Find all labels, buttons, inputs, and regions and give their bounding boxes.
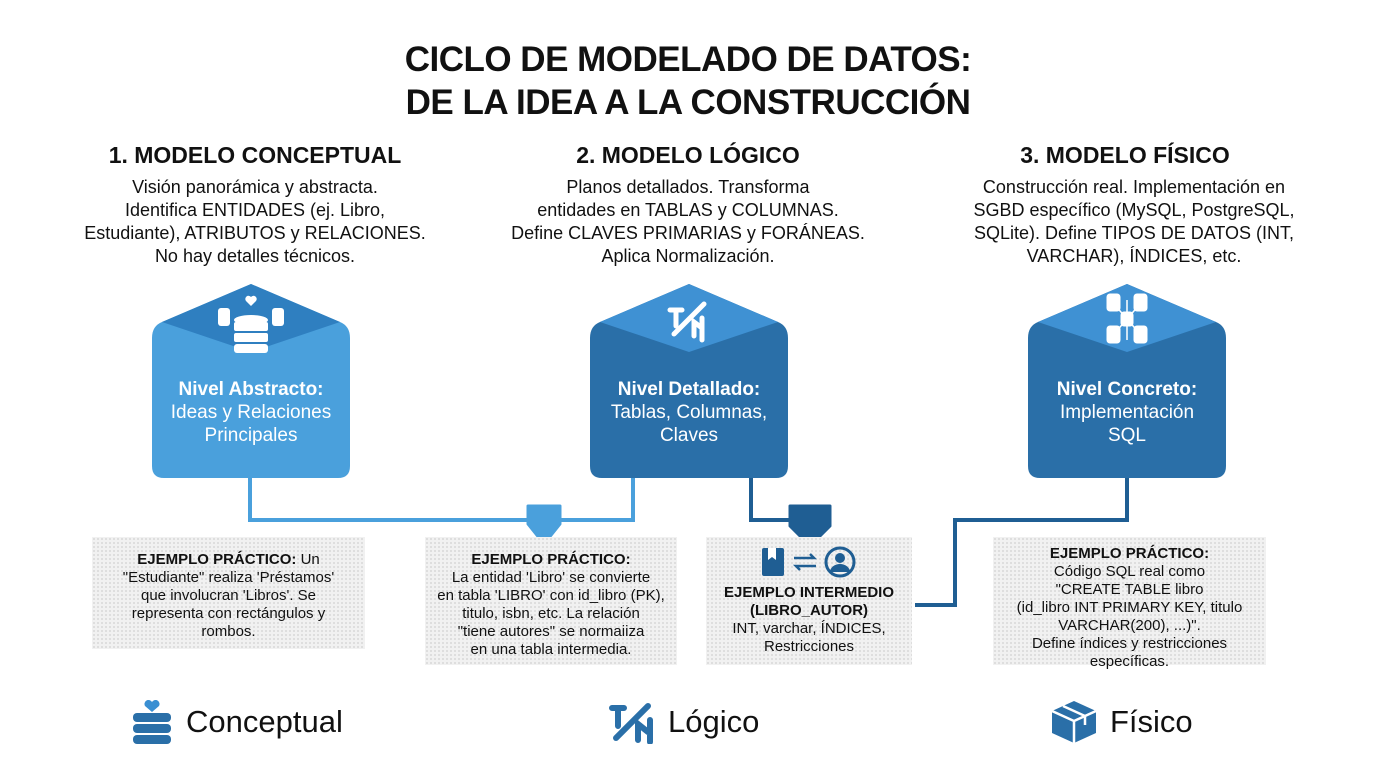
cube-box-icon [1051,701,1097,743]
desc-line: entidades en TABLAS y COLUMNAS. [537,200,839,220]
database-network-icon [1106,293,1148,344]
example-line: que involucran 'Libros'. Se [141,587,316,604]
example-line: Restricciones [763,638,855,655]
database-heart-icon [133,700,171,744]
heading-conceptual: 1. MODELO CONCEPTUAL [108,142,402,168]
example-line: rombos. [201,623,256,640]
card-text: Nivel Abstracto: Ideas y Relaciones Prin… [152,378,350,447]
connector-conceptual-logical [248,476,635,522]
card-text: Nivel Concreto: Implementación SQL [1028,378,1226,447]
card-shape [152,284,350,478]
example-line: VARCHAR(200), ...)". [1058,617,1201,634]
legend-physical: Físico [1050,700,1193,744]
example-line: específicas. [1089,653,1170,670]
card-text: Nivel Detallado: Tablas, Columnas, Clave… [590,378,788,447]
legend-conceptual: Conceptual [130,700,343,744]
connector-physical-intermediate [915,476,1129,607]
desc-line: VARCHAR), ÍNDICES, etc. [1026,246,1242,266]
card-line: Implementación [1059,402,1195,423]
desc-conceptual: Visión panorámica y abstracta. Identific… [45,176,465,268]
intermediate-subtitle: (LIBRO_AUTOR) [749,602,869,619]
database-heart-icon [218,295,284,353]
main-title: CICLO DE MODELADO DE DATOS: DE LA IDEA A… [0,38,1376,124]
desc-line: Aplica Normalización. [601,246,775,266]
desc-line: Define CLAVES PRIMARIAS y FORÁNEAS. [511,223,865,243]
example-line: "CREATE TABLE libro [1055,581,1204,598]
example-line: Un [300,551,320,568]
example-label: EJEMPLO PRÁCTICO: [137,551,297,568]
logic-icon [609,703,653,744]
desc-line: Estudiante), ATRIBUTOS y RELACIONES. [84,223,426,243]
card-label: Nivel Concreto: [1056,379,1198,400]
example-label: EJEMPLO PRÁCTICO: [471,551,631,568]
desc-line: Construcción real. Implementación en [982,177,1286,197]
desc-line: Visión panorámica y abstracta. [132,177,378,197]
desc-logical: Planos detallados. Transforma entidades … [478,176,898,268]
example-line: "tiene autores" se normaiiza [457,623,645,640]
book-user-exchange-icon [762,546,856,578]
card-line: Ideas y Relaciones [170,402,332,423]
legend-label: Lógico [668,704,760,739]
example-line: Código SQL real como [1053,563,1206,580]
example-line: "Estudiante" realiza 'Préstamos' [122,569,335,586]
example-line: Define índices y restricciones [1031,635,1228,652]
pointer-conceptual [526,504,562,546]
heading-physical: 3. MODELO FÍSICO [1020,142,1230,168]
example-line: en tabla 'LIBRO' con id_libro (PK), [437,587,665,604]
example-line: (id_libro INT PRIMARY KEY, titulo [1016,599,1243,616]
desc-line: Planos detallados. Transforma [566,177,810,197]
desc-line: Identifica ENTIDADES (ej. Libro, [124,200,386,220]
desc-line: No hay detalles técnicos. [154,246,356,266]
pointer-logical [788,504,832,548]
card-label: Nivel Abstracto: [178,379,324,400]
intermediate-title: EJEMPLO INTERMEDIO [723,584,895,601]
desc-physical: Construcción real. Implementación en SGB… [924,176,1344,268]
card-line: SQL [1107,425,1147,446]
card-logical: Nivel Detallado: Tablas, Columnas, Clave… [590,282,788,478]
example-label: EJEMPLO PRÁCTICO: [1049,545,1210,562]
legend-label: Físico [1110,704,1193,739]
card-conceptual: Nivel Abstracto: Ideas y Relaciones Prin… [152,282,350,478]
legend-label: Conceptual [186,704,343,739]
logic-icon [667,301,707,343]
card-shape [590,284,788,478]
card-line: Principales [204,425,298,446]
example-line: INT, varchar, ÍNDICES, [732,620,886,637]
example-conceptual: EJEMPLO PRÁCTICO: Un "Estudiante" realiz… [92,537,365,649]
card-label: Nivel Detallado: [617,379,761,400]
desc-line: SQLite). Define TIPOS DE DATOS (INT, [973,223,1295,243]
heading-logical: 2. MODELO LÓGICO [576,142,800,168]
card-physical: Nivel Concreto: Implementación SQL [1028,282,1226,478]
card-line: Tablas, Columnas, [610,402,768,423]
example-line: representa con rectángulos y [131,605,326,622]
legend-logical: Lógico [608,700,759,744]
title-line-1: CICLO DE MODELADO DE DATOS: [404,40,972,79]
desc-line: SGBD específico (MySQL, PostgreSQL, [973,200,1295,220]
title-line-2: DE LA IDEA A LA CONSTRUCCIÓN [405,83,971,122]
example-physical: EJEMPLO PRÁCTICO: Código SQL real como "… [993,537,1266,670]
example-line: La entidad 'Libro' se convierte [451,569,651,586]
card-shape [1028,284,1226,478]
card-line: Claves [659,425,719,446]
example-logical: EJEMPLO PRÁCTICO: La entidad 'Libro' se … [425,537,677,665]
example-line: en una tabla intermedia. [470,641,632,658]
example-line: titulo, isbn, etc. La relación [462,605,640,622]
example-intermediate: EJEMPLO INTERMEDIO (LIBRO_AUTOR) INT, va… [706,537,912,665]
